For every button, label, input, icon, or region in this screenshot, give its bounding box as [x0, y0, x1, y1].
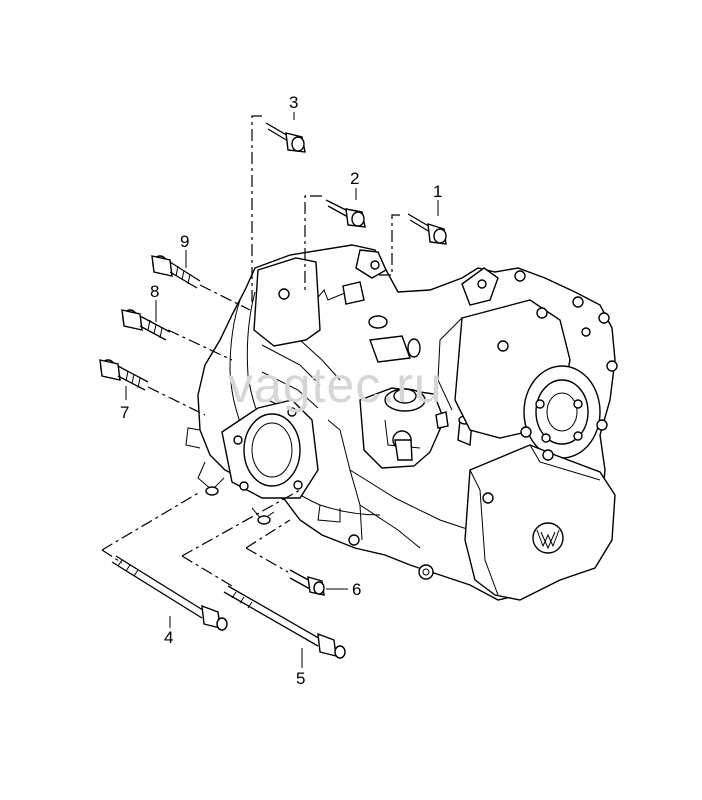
vw-logo-icon — [532, 522, 564, 554]
callout-9: 9 — [180, 232, 189, 251]
bolt-3-icon — [265, 122, 306, 153]
callout-5: 5 — [296, 669, 305, 688]
bolt-6-icon — [289, 569, 325, 596]
callout-connectors — [125, 112, 439, 668]
bolt-9-icon — [151, 255, 201, 289]
gearbox-housing — [185, 244, 618, 601]
callout-1: 1 — [433, 182, 442, 201]
bolt-8-icon — [121, 309, 171, 341]
bolt-4-icon — [111, 555, 228, 631]
callout-2: 2 — [350, 169, 359, 188]
watermark: vagtec.ru — [228, 357, 443, 413]
bolt-2-icon — [325, 199, 366, 228]
callout-3: 3 — [289, 93, 298, 112]
bolt-7-icon — [99, 359, 149, 391]
callout-4: 4 — [164, 628, 173, 647]
leader-lines — [101, 115, 400, 587]
bolt-5-icon — [223, 585, 346, 659]
callout-8: 8 — [150, 282, 159, 301]
bolt-1-icon — [407, 213, 447, 245]
callout-7: 7 — [120, 403, 129, 422]
callout-6: 6 — [352, 580, 361, 599]
